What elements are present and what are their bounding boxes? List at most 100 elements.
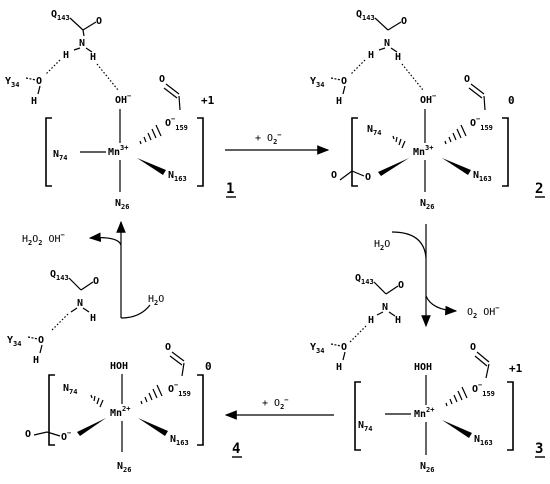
peroxo-o2-label: O− — [61, 429, 71, 443]
complex-1: Q143 O N H H Y34 O H OH− O C O−159 +1 Mn… — [5, 9, 236, 211]
axial-oh-label: OH− — [115, 92, 131, 106]
amide-h1-label: H — [368, 315, 374, 326]
carbox-o-label: O — [470, 342, 476, 353]
amide-h2-label: H — [395, 52, 401, 63]
hashed-bond-n74 — [90, 394, 104, 408]
amide-n-label: N — [382, 302, 388, 313]
amide-h-label: H — [90, 313, 96, 324]
complex-number: 4 — [232, 441, 240, 457]
bracket-right — [197, 117, 204, 187]
reagent-water: H2O — [148, 294, 164, 307]
wedge-bond-n163 — [442, 158, 471, 175]
metal-label: Mn3+ — [413, 144, 433, 158]
q143-label: Q143 — [50, 269, 69, 282]
o159-label: O−159 — [165, 115, 188, 132]
charge-label: +1 — [509, 362, 523, 375]
tyr-h-label: H — [336, 96, 342, 107]
tyr-h-label: H — [31, 96, 37, 107]
svg-text:O: O — [93, 276, 99, 287]
n26-label: N26 — [420, 461, 434, 474]
carbox-o-label: O — [464, 74, 470, 85]
amide-h1-label: H — [368, 50, 374, 61]
q143-label: Q143 — [51, 9, 70, 22]
complex-2: Q143 O N H H Y34 O H OH− O C O−159 0 Mn3… — [310, 9, 545, 211]
arrow-3-to-4: + O2− — [224, 396, 334, 420]
svg-text:O: O — [401, 16, 407, 27]
charge-label: 0 — [205, 360, 212, 373]
o159-label: O−159 — [472, 381, 495, 398]
complex-number: 2 — [535, 181, 543, 197]
wedge-bond-peroxo — [77, 418, 106, 436]
n74-label: N74 — [53, 149, 67, 162]
n26-label: N26 — [420, 198, 434, 211]
n74-label: N74 — [367, 124, 381, 137]
reagent-superoxide: + O2− — [262, 396, 289, 411]
amide-n-label: N — [384, 38, 390, 49]
n74-label: N74 — [63, 383, 77, 396]
tyr-o-label: O — [341, 342, 347, 353]
hashed-bond-o159 — [139, 124, 162, 145]
axial-hoh-label: HOH — [110, 361, 128, 372]
y34-label: Y34 — [310, 76, 324, 89]
o159-label: O−159 — [168, 381, 191, 398]
peroxo-o1-label: O — [25, 429, 31, 440]
q143-bond — [69, 17, 84, 31]
q143-label: Q143 — [355, 273, 374, 286]
amide-h2-label: H — [395, 315, 401, 326]
amide-n-label: N — [79, 38, 85, 49]
hbond-gln-oh — [96, 63, 119, 91]
carbox-o-label: O — [159, 74, 165, 85]
complex-number: 1 — [226, 181, 234, 197]
amide-o-label: O — [96, 16, 102, 27]
complex-number: 3 — [535, 441, 543, 457]
hashed-bond-o159 — [140, 384, 163, 405]
axial-hoh-label: HOH — [414, 362, 432, 373]
amide-h2-label: H — [90, 52, 96, 63]
complex-4: Q143 O N H Y34 O H HOH O C O−159 0 Mn2+ … — [7, 269, 242, 474]
amide-co-bond — [82, 21, 97, 31]
svg-text:O: O — [398, 280, 404, 291]
reagent-superoxide: + O2− — [255, 131, 282, 146]
y34-label: Y34 — [5, 76, 19, 89]
carbox-o-label: O — [165, 342, 171, 353]
arrow-1-to-2: + O2− — [225, 131, 330, 155]
tyr-h-label: H — [33, 355, 39, 366]
superoxide-o2-label: O — [365, 172, 371, 183]
hashed-bond-o159 — [444, 124, 467, 145]
tyr-o-label: O — [341, 76, 347, 87]
superoxide-o-o-bond — [339, 170, 353, 181]
amide-h1-label: H — [63, 50, 69, 61]
amide-n-label: N — [77, 298, 83, 309]
metal-label: Mn2+ — [414, 406, 434, 420]
bracket-left — [45, 117, 52, 187]
n26-label: N26 — [117, 461, 131, 474]
tyr-o-label: O — [38, 335, 44, 346]
n74-label: N74 — [358, 420, 372, 433]
wedge-bond-n163 — [137, 158, 166, 175]
n26-label: N26 — [115, 198, 129, 211]
charge-label: 0 — [508, 94, 515, 107]
n163-label: N163 — [168, 170, 187, 183]
axial-oh-label: OH− — [420, 92, 436, 106]
hbond-tyr-gln — [45, 59, 61, 75]
charge-label: +1 — [201, 94, 215, 107]
metal-label: Mn2+ — [110, 405, 130, 419]
q143-label: Q143 — [356, 9, 375, 22]
n163-label: N163 — [473, 170, 492, 183]
o159-label: O−159 — [470, 115, 493, 132]
n163-label: N163 — [170, 434, 189, 447]
superoxide-o1-label: O — [331, 170, 337, 181]
tyr-o-label: O — [36, 76, 42, 87]
n163-label: N163 — [474, 434, 493, 447]
metal-label: Mn3+ — [108, 144, 128, 158]
hashed-bond-n74 — [392, 135, 406, 149]
wedge-bond-superoxide — [378, 158, 409, 176]
hashed-bond-o159 — [445, 386, 468, 407]
y34-label: Y34 — [7, 335, 21, 348]
